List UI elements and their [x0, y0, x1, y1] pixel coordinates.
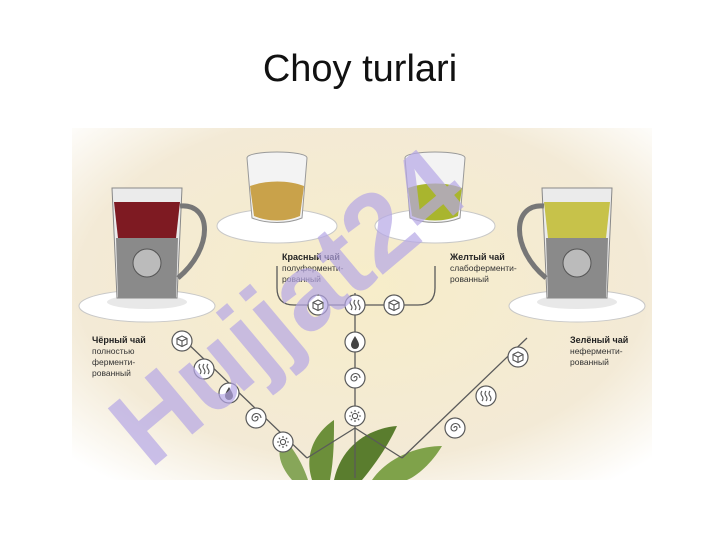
- swirl-icon: [344, 367, 366, 389]
- steam-icon: [475, 385, 497, 407]
- label-yellow-tea: Желтый чай слабоферменти- рованный: [449, 252, 517, 284]
- drop-icon: [344, 331, 366, 353]
- label-green-tea: Зелёный чай неферменти- рованный: [570, 335, 628, 367]
- yellow-tea-glass: [374, 151, 496, 244]
- sun-icon: [344, 405, 366, 427]
- black-tea-desc1: полностью: [92, 346, 135, 356]
- yellow-tea-desc2: рованный: [450, 274, 489, 284]
- red-tea-desc1: полуферменти-: [282, 263, 344, 273]
- black-tea-glass: [78, 187, 216, 323]
- red-tea-glass: [216, 151, 338, 244]
- cube-icon: [307, 294, 329, 316]
- label-black-tea: Чёрный чай полностью ферменти- рованный: [92, 335, 146, 378]
- drop-icon: [218, 382, 240, 404]
- steam-icon: [344, 294, 366, 316]
- yellow-tea-name: Желтый чай: [449, 252, 505, 262]
- green-tea-glass: [508, 187, 646, 323]
- red-tea-name: Красный чай: [282, 252, 340, 262]
- cube-icon: [383, 294, 405, 316]
- steam-icon: [193, 358, 215, 380]
- slide-title: Choy turlari: [262, 48, 458, 90]
- yellow-tea-desc1: слабоферменти-: [450, 263, 517, 273]
- green-tea-desc1: неферменти-: [570, 346, 623, 356]
- red-tea-desc2: рованный: [282, 274, 321, 284]
- swirl-icon: [444, 417, 466, 439]
- black-tea-desc2: ферменти-: [92, 357, 135, 367]
- process-icons: [171, 294, 529, 453]
- sun-icon: [272, 431, 294, 453]
- label-red-tea: Красный чай полуферменти- рованный: [282, 252, 344, 284]
- swirl-icon: [245, 407, 267, 429]
- tea-types-illustration: Чёрный чай полностью ферменти- рованный …: [72, 128, 652, 480]
- cube-icon: [507, 346, 529, 368]
- cube-icon: [171, 330, 193, 352]
- green-tea-desc2: рованный: [570, 357, 609, 367]
- black-tea-name: Чёрный чай: [92, 335, 146, 345]
- green-tea-name: Зелёный чай: [570, 335, 628, 345]
- black-tea-desc3: рованный: [92, 368, 131, 378]
- tea-leaves: [279, 420, 442, 480]
